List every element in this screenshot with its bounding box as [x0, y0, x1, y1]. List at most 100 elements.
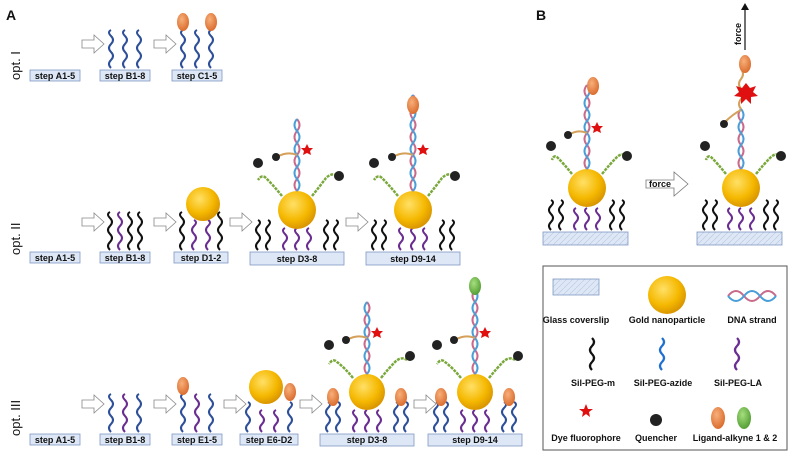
ligand-alkyne-1 — [177, 377, 189, 395]
glass-coverslip — [99, 433, 151, 446]
gold-nanoparticle — [186, 187, 220, 221]
peg-m — [255, 219, 261, 251]
quencher — [405, 351, 415, 361]
quencher — [342, 336, 350, 344]
quencher — [622, 151, 632, 161]
step-label: step A1-5 — [35, 435, 75, 445]
panel-b: force force — [542, 3, 786, 246]
dna-strand — [327, 359, 354, 379]
process-arrow — [81, 212, 105, 232]
peg-m — [773, 199, 779, 231]
peg-la — [205, 219, 211, 251]
quencher — [272, 153, 280, 161]
legend-dna-swatch — [727, 290, 777, 302]
glass-coverslip — [427, 433, 523, 447]
quencher — [334, 171, 344, 181]
peg-m — [712, 199, 718, 231]
legend-glass-swatch — [552, 278, 600, 296]
gold-nanoparticle — [278, 191, 316, 229]
force-pull-arrowhead — [741, 3, 749, 10]
step-label: step D9-14 — [452, 435, 498, 445]
step-label: step E1-5 — [177, 435, 217, 445]
option-label-1: opt. I — [8, 51, 23, 80]
dna-strand — [372, 175, 399, 197]
option-label-2: opt. II — [8, 222, 23, 255]
peg-la — [282, 227, 288, 251]
legend-peg-la-swatch — [733, 337, 741, 371]
step-label: step D9-14 — [390, 254, 436, 264]
glass-coverslip — [99, 69, 151, 82]
peg-la — [306, 227, 312, 251]
legend-dye-swatch — [579, 404, 593, 417]
quencher — [700, 141, 710, 151]
dna-strand — [488, 357, 516, 379]
gold-nanoparticle — [249, 370, 283, 404]
quencher — [450, 336, 458, 344]
peg-la — [472, 409, 478, 433]
dna-strand — [427, 173, 455, 197]
peg-azide — [287, 401, 293, 433]
quencher — [513, 351, 523, 361]
ligand-alkyne-1 — [503, 388, 515, 406]
peg-m — [137, 211, 143, 251]
peg-la — [294, 227, 300, 251]
peg-azide — [108, 29, 114, 69]
dye-fluorophore — [371, 327, 383, 338]
peg-la — [273, 409, 279, 433]
ligand-alkyne-1 — [205, 13, 217, 31]
peg-la — [749, 207, 755, 231]
peg-m — [609, 199, 615, 231]
peg-la — [364, 409, 370, 433]
glass-coverslip — [99, 251, 151, 264]
peg-azide — [501, 401, 507, 433]
dna-strand — [724, 109, 742, 123]
glass-coverslip — [29, 251, 81, 264]
process-arrow — [153, 394, 177, 414]
glass-coverslip — [29, 69, 81, 82]
step-label: step B1-8 — [105, 253, 146, 263]
peg-la — [422, 227, 428, 251]
peg-azide — [403, 401, 409, 433]
peg-la — [191, 219, 197, 251]
legend-dye-label: Dye fluorophore — [551, 433, 621, 443]
peg-la — [584, 207, 590, 231]
peg-azide — [433, 401, 439, 433]
legend-gold-swatch — [648, 276, 686, 314]
gold-nanoparticle — [722, 169, 760, 207]
peg-m — [439, 219, 445, 251]
legend-peg-m-label: Sil-PEG-m — [571, 378, 615, 388]
peg-azide — [511, 401, 517, 433]
glass-coverslip — [319, 433, 415, 447]
quencher — [564, 131, 572, 139]
legend-ligand-1-swatch — [711, 407, 725, 429]
process-arrow — [81, 394, 105, 414]
gold-nanoparticle — [568, 169, 606, 207]
step-label: step B1-8 — [105, 71, 146, 81]
force-arrow — [645, 171, 689, 197]
peg-azide — [136, 393, 142, 433]
peg-azide — [443, 401, 449, 433]
glass-coverslip — [239, 433, 299, 446]
peg-azide — [108, 393, 114, 433]
process-arrow — [229, 212, 253, 232]
dna-strand — [550, 155, 573, 175]
legend-gold-label: Gold nanoparticle — [629, 315, 706, 325]
peg-azide — [180, 393, 186, 433]
step-label: step B1-8 — [105, 435, 146, 445]
dna-strand — [454, 335, 476, 341]
peg-m — [323, 219, 329, 251]
dna-strand — [583, 84, 591, 170]
peg-m — [265, 219, 271, 251]
peg-m — [217, 211, 223, 251]
force-arrow-label: force — [649, 179, 671, 189]
peg-m — [763, 199, 769, 231]
quencher — [253, 158, 263, 168]
panel-label-a: A — [6, 7, 16, 23]
ligand-alkyne-1 — [327, 388, 339, 406]
glass-coverslip — [171, 69, 223, 82]
legend-quencher-label: Quencher — [635, 433, 678, 443]
dna-strand — [311, 173, 339, 197]
peg-azide — [194, 29, 200, 69]
step-label: step A1-5 — [35, 71, 75, 81]
